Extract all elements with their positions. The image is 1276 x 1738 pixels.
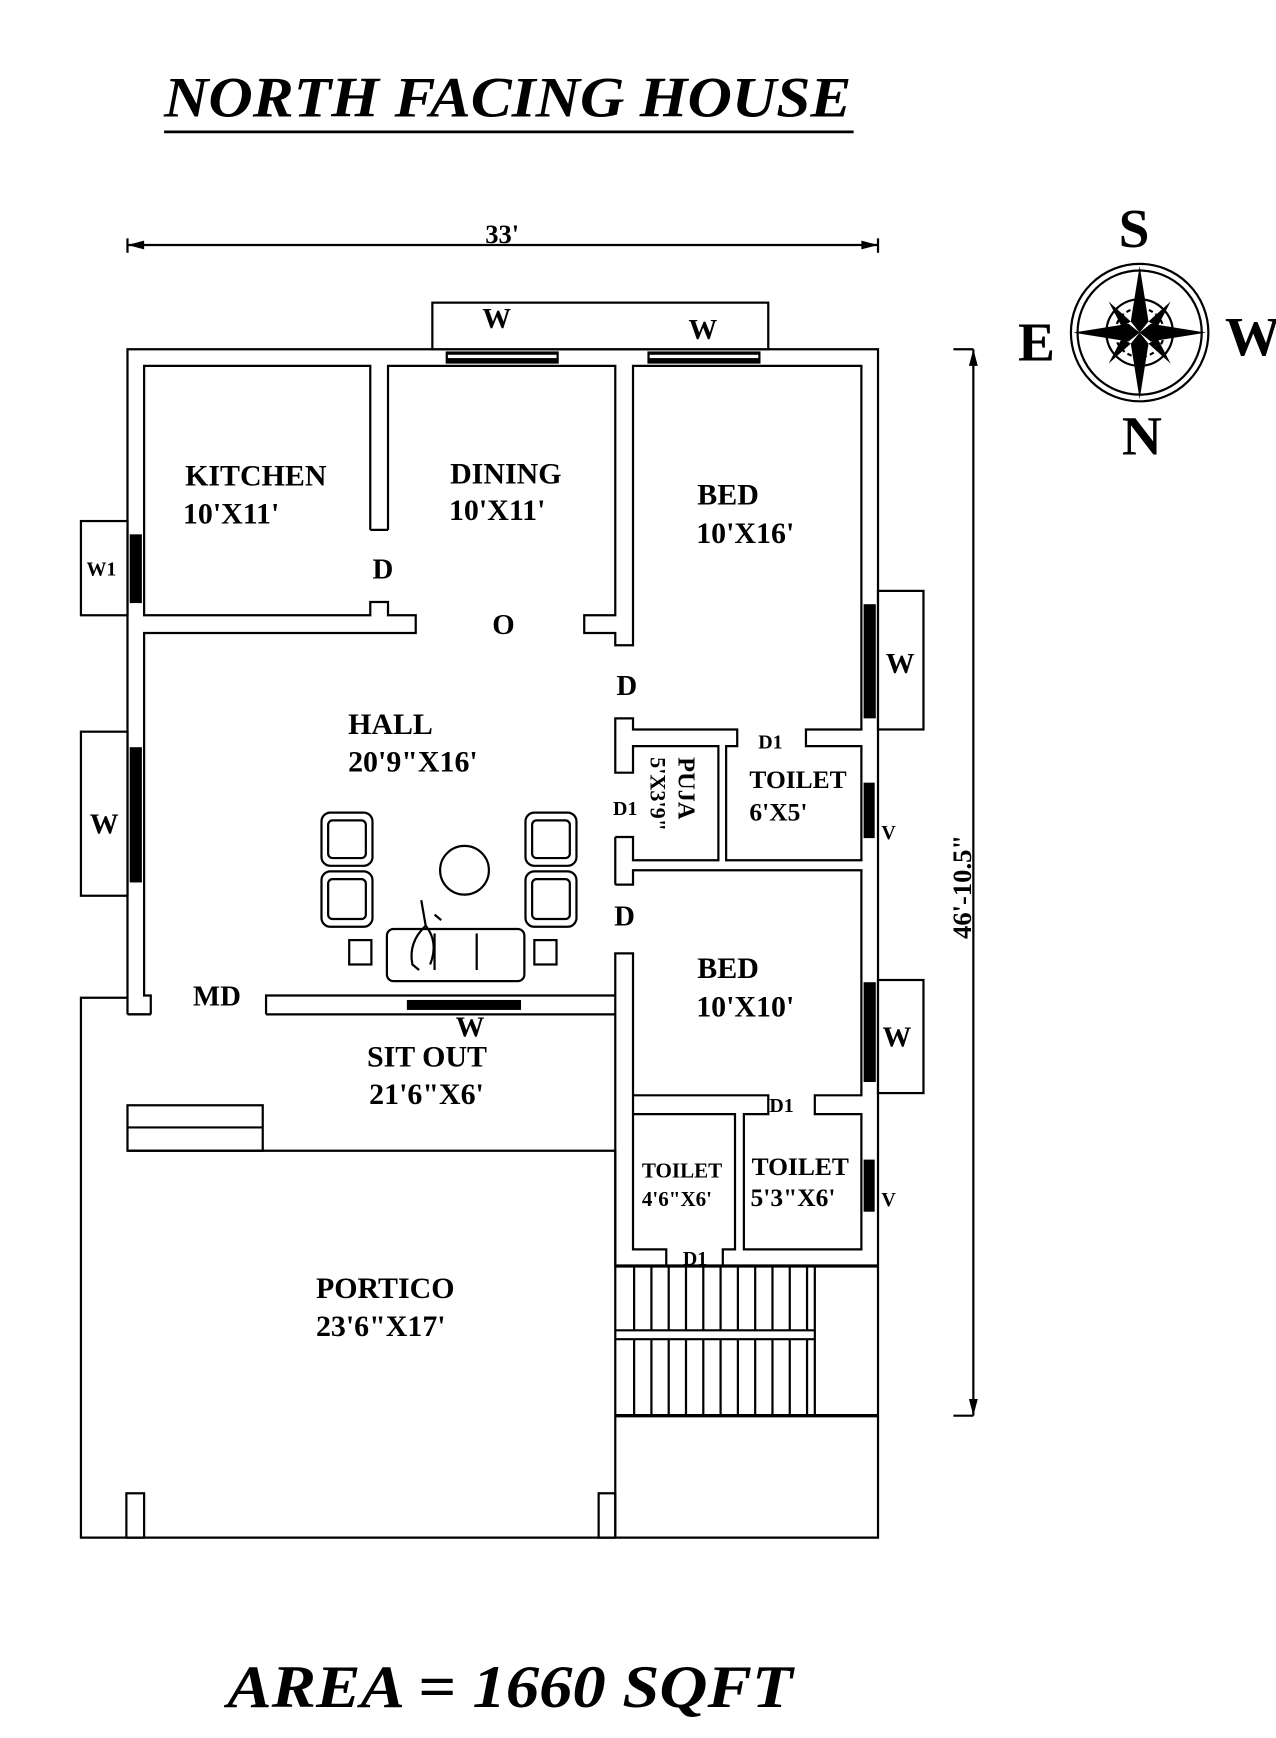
- window-label: W: [886, 648, 915, 680]
- compass-south: S: [1119, 198, 1150, 259]
- bed1-size: 10'X16': [696, 517, 794, 550]
- door1-label: D1: [758, 731, 782, 753]
- plan-title: NORTH FACING HOUSE: [163, 66, 851, 129]
- ventilator-label: V: [881, 1189, 896, 1211]
- toilet3-name: TOILET: [752, 1152, 849, 1181]
- width-dimension: 33': [126, 219, 880, 253]
- window-label: W: [882, 1022, 911, 1054]
- toilet3-size: 5'3"X6': [751, 1183, 836, 1212]
- area-label: AREA = 1660 SQFT: [223, 1654, 796, 1720]
- portico-size: 23'6"X17': [316, 1310, 446, 1343]
- walls: [79, 301, 880, 1539]
- kitchen-size: 10'X11': [183, 497, 279, 530]
- bed2-size: 10'X10': [696, 991, 794, 1024]
- sitout-name: SIT OUT: [367, 1040, 487, 1073]
- main-door-label: MD: [193, 981, 241, 1013]
- compass-icon: [1069, 262, 1210, 403]
- compass-west: W: [1225, 306, 1276, 367]
- kitchen-name: KITCHEN: [185, 460, 327, 493]
- toilet1-name: TOILET: [749, 765, 846, 794]
- window1-label: W1: [86, 558, 116, 580]
- toilet1-size: 6'X5': [749, 797, 807, 826]
- door1-label: D1: [613, 798, 637, 820]
- dining-name: DINING: [450, 457, 561, 490]
- door-label: D: [614, 901, 635, 933]
- bed1-name: BED: [697, 478, 759, 511]
- length-label: 46'-10.5": [947, 835, 977, 939]
- hall-name: HALL: [348, 708, 433, 741]
- compass-east: E: [1018, 311, 1055, 372]
- window-label: W: [688, 314, 717, 346]
- hall-size: 20'9"X16': [348, 746, 478, 779]
- coffee-table: [439, 844, 491, 896]
- column: [597, 1492, 617, 1539]
- puja-name: PUJA: [672, 757, 699, 820]
- window-label: W: [90, 809, 119, 841]
- portico-name: PORTICO: [316, 1272, 455, 1305]
- windows: [79, 351, 925, 1212]
- door-label: D: [616, 670, 637, 702]
- door-label: D: [372, 554, 393, 586]
- window-label: W: [456, 1012, 485, 1044]
- ventilator-label: V: [881, 822, 896, 844]
- opening-label: O: [492, 609, 514, 641]
- compass-north: N: [1122, 406, 1162, 467]
- person-figure: [410, 899, 442, 971]
- staircase: [615, 1264, 879, 1418]
- column: [125, 1492, 146, 1539]
- toilet2-size: 4'6"X6': [642, 1187, 712, 1211]
- sitout-size: 21'6"X6': [369, 1078, 484, 1111]
- door1-label: D1: [769, 1095, 793, 1117]
- length-dimension: 46'-10.5": [947, 348, 978, 1417]
- sofa-set: [320, 811, 578, 983]
- dining-size: 10'X11': [449, 494, 545, 527]
- door1-label: D1: [683, 1248, 707, 1270]
- puja-size: 5'X3'9": [646, 757, 671, 831]
- window-box-north: [431, 301, 770, 351]
- window-label: W: [482, 303, 511, 335]
- toilet2-name: TOILET: [642, 1158, 722, 1182]
- width-label: 33': [485, 219, 519, 249]
- bed2-name: BED: [697, 952, 759, 985]
